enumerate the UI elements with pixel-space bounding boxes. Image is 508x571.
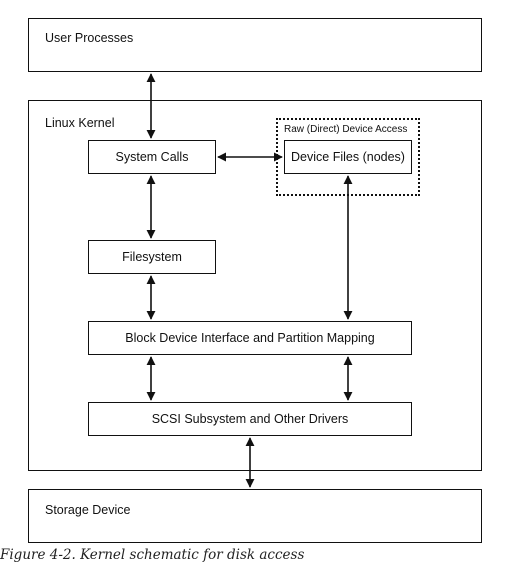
block-device-box: Block Device Interface and Partition Map… (88, 321, 412, 355)
system-calls-box: System Calls (88, 140, 216, 174)
figure-caption: Figure 4-2. Kernel schematic for disk ac… (0, 547, 305, 563)
device-files-box: Device Files (nodes) (284, 140, 412, 174)
user-processes-label: User Processes (45, 31, 134, 45)
filesystem-box: Filesystem (88, 240, 216, 274)
linux-kernel-label: Linux Kernel (45, 116, 115, 130)
storage-device-label: Storage Device (45, 503, 131, 517)
user-processes-box: User Processes (28, 18, 482, 72)
scsi-subsystem-box: SCSI Subsystem and Other Drivers (88, 402, 412, 436)
storage-device-box: Storage Device (28, 489, 482, 543)
raw-device-access-label: Raw (Direct) Device Access (284, 124, 408, 135)
